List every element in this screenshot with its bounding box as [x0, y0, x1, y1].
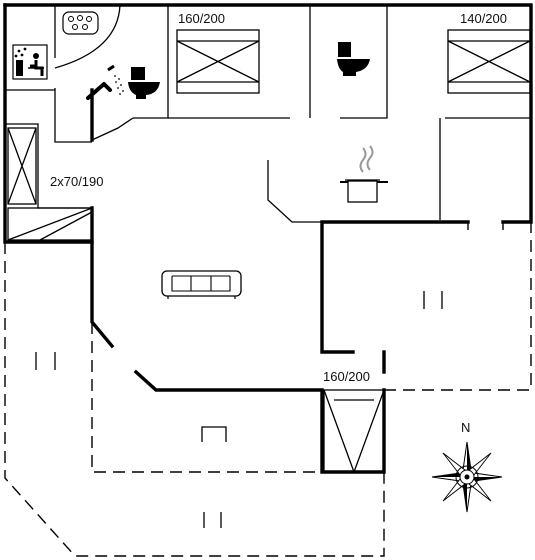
interior-walls: [5, 5, 531, 223]
compass-rose-icon: [431, 441, 503, 513]
exterior-walls: [3, 3, 533, 474]
sofa-icon: [161, 270, 242, 299]
toilet-icon: [128, 67, 160, 99]
compass-north-label: N: [461, 420, 470, 435]
bed-label-bedroom-2: 140/200: [460, 11, 507, 26]
cooking-pot-icon: [340, 145, 388, 203]
bed-160-200-annex: [323, 389, 385, 473]
bunk-bed: [7, 127, 93, 241]
terrace-outlines: [4, 222, 532, 557]
terrace-bench-marks: [35, 291, 443, 528]
toilet-icon: [337, 42, 370, 76]
bed-label-annex: 160/200: [323, 369, 370, 384]
bed-label-bedroom-1: 160/200: [178, 11, 225, 26]
bed-label-bunk: 2x70/190: [50, 174, 104, 189]
whirlpool-icon: [54, 4, 121, 69]
shower-icon: [86, 64, 124, 100]
bed-140-200-bedroom-2: [447, 29, 531, 94]
bed-160-200-bedroom-1: [176, 29, 260, 94]
sauna-icon: [12, 44, 48, 80]
